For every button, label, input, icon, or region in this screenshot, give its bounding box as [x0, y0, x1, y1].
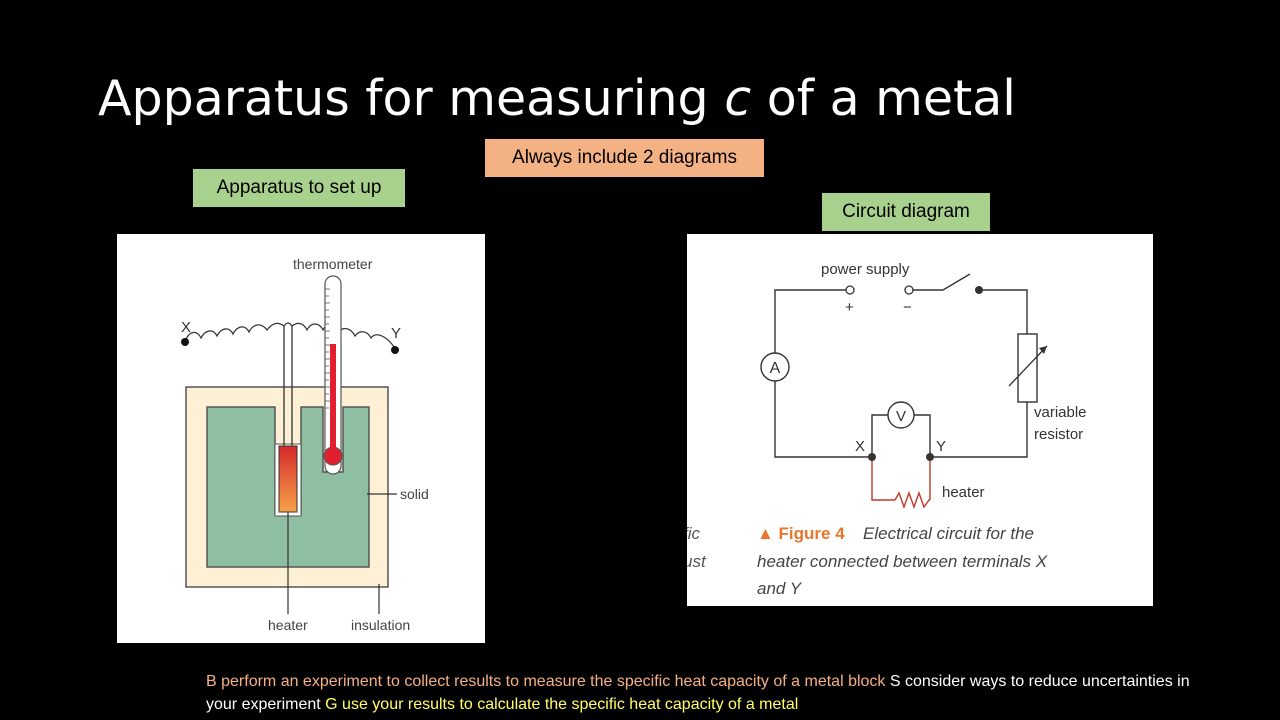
- slide-title: Apparatus for measuring c of a metal: [98, 70, 1016, 127]
- diagrams-note-label: Always include 2 diagrams: [485, 139, 764, 177]
- figure-number: ▲ Figure 4: [757, 524, 845, 543]
- title-suffix: of a metal: [751, 70, 1016, 127]
- apparatus-diagram: X Y thermometer solid heater insulation: [117, 234, 485, 643]
- wire-x: [184, 322, 285, 343]
- apparatus-terminal-y: Y: [391, 325, 401, 342]
- variable-resistor: [1017, 333, 1038, 403]
- ammeter: [760, 352, 790, 382]
- voltmeter-symbol: V: [896, 408, 906, 425]
- circuit-label: Circuit diagram: [822, 193, 990, 231]
- heater-label: heater: [268, 617, 308, 633]
- supply-positive-terminal: [845, 285, 855, 295]
- thermometer-mercury: [330, 344, 336, 454]
- apparatus-terminal-x: X: [181, 319, 191, 336]
- thermometer-scale: [325, 288, 330, 409]
- terminal-y-dot: [391, 346, 399, 354]
- thermometer-label: thermometer: [293, 256, 373, 272]
- circuit-terminal-y: Y: [936, 438, 946, 455]
- circuit-wiring: [774, 273, 1028, 510]
- supply-negative-terminal: [904, 285, 914, 295]
- heater-element: [278, 445, 298, 513]
- circuit-terminal-x: X: [855, 438, 865, 455]
- switch-contact: [975, 286, 983, 294]
- circuit-diagram: power supply + − A V: [687, 234, 1153, 606]
- insulation-label: insulation: [351, 617, 410, 633]
- objective-s: S consider ways to reduce uncertainties …: [206, 673, 1190, 713]
- caption-line-3: and Y: [757, 579, 803, 598]
- caption-line-1: Electrical circuit for the: [863, 524, 1034, 543]
- solid-label: solid: [400, 486, 429, 502]
- power-supply-label: power supply: [821, 261, 910, 278]
- objective-b: B perform an experiment to collect resul…: [206, 673, 886, 690]
- apparatus-label: Apparatus to set up: [193, 169, 405, 207]
- title-prefix: Apparatus for measuring: [98, 70, 725, 127]
- terminal-x-dot: [181, 338, 189, 346]
- wire-y: [291, 322, 396, 349]
- minus-sign: −: [903, 299, 912, 316]
- caption-line-2: heater connected between terminals X: [757, 552, 1048, 571]
- title-symbol: c: [724, 70, 752, 127]
- learning-objectives: B perform an experiment to collect resul…: [206, 670, 1206, 716]
- ammeter-symbol: A: [770, 360, 781, 377]
- resistor-label: resistor: [1034, 426, 1083, 443]
- variable-label: variable: [1034, 404, 1087, 421]
- cutoff-fragment-2: ust: [687, 552, 707, 571]
- objective-g: G use your results to calculate the spec…: [320, 696, 799, 713]
- circuit-heater-label: heater: [942, 484, 985, 501]
- voltmeter: [887, 401, 915, 429]
- plus-sign: +: [845, 299, 854, 316]
- cutoff-fragment-1: fic: [687, 524, 701, 543]
